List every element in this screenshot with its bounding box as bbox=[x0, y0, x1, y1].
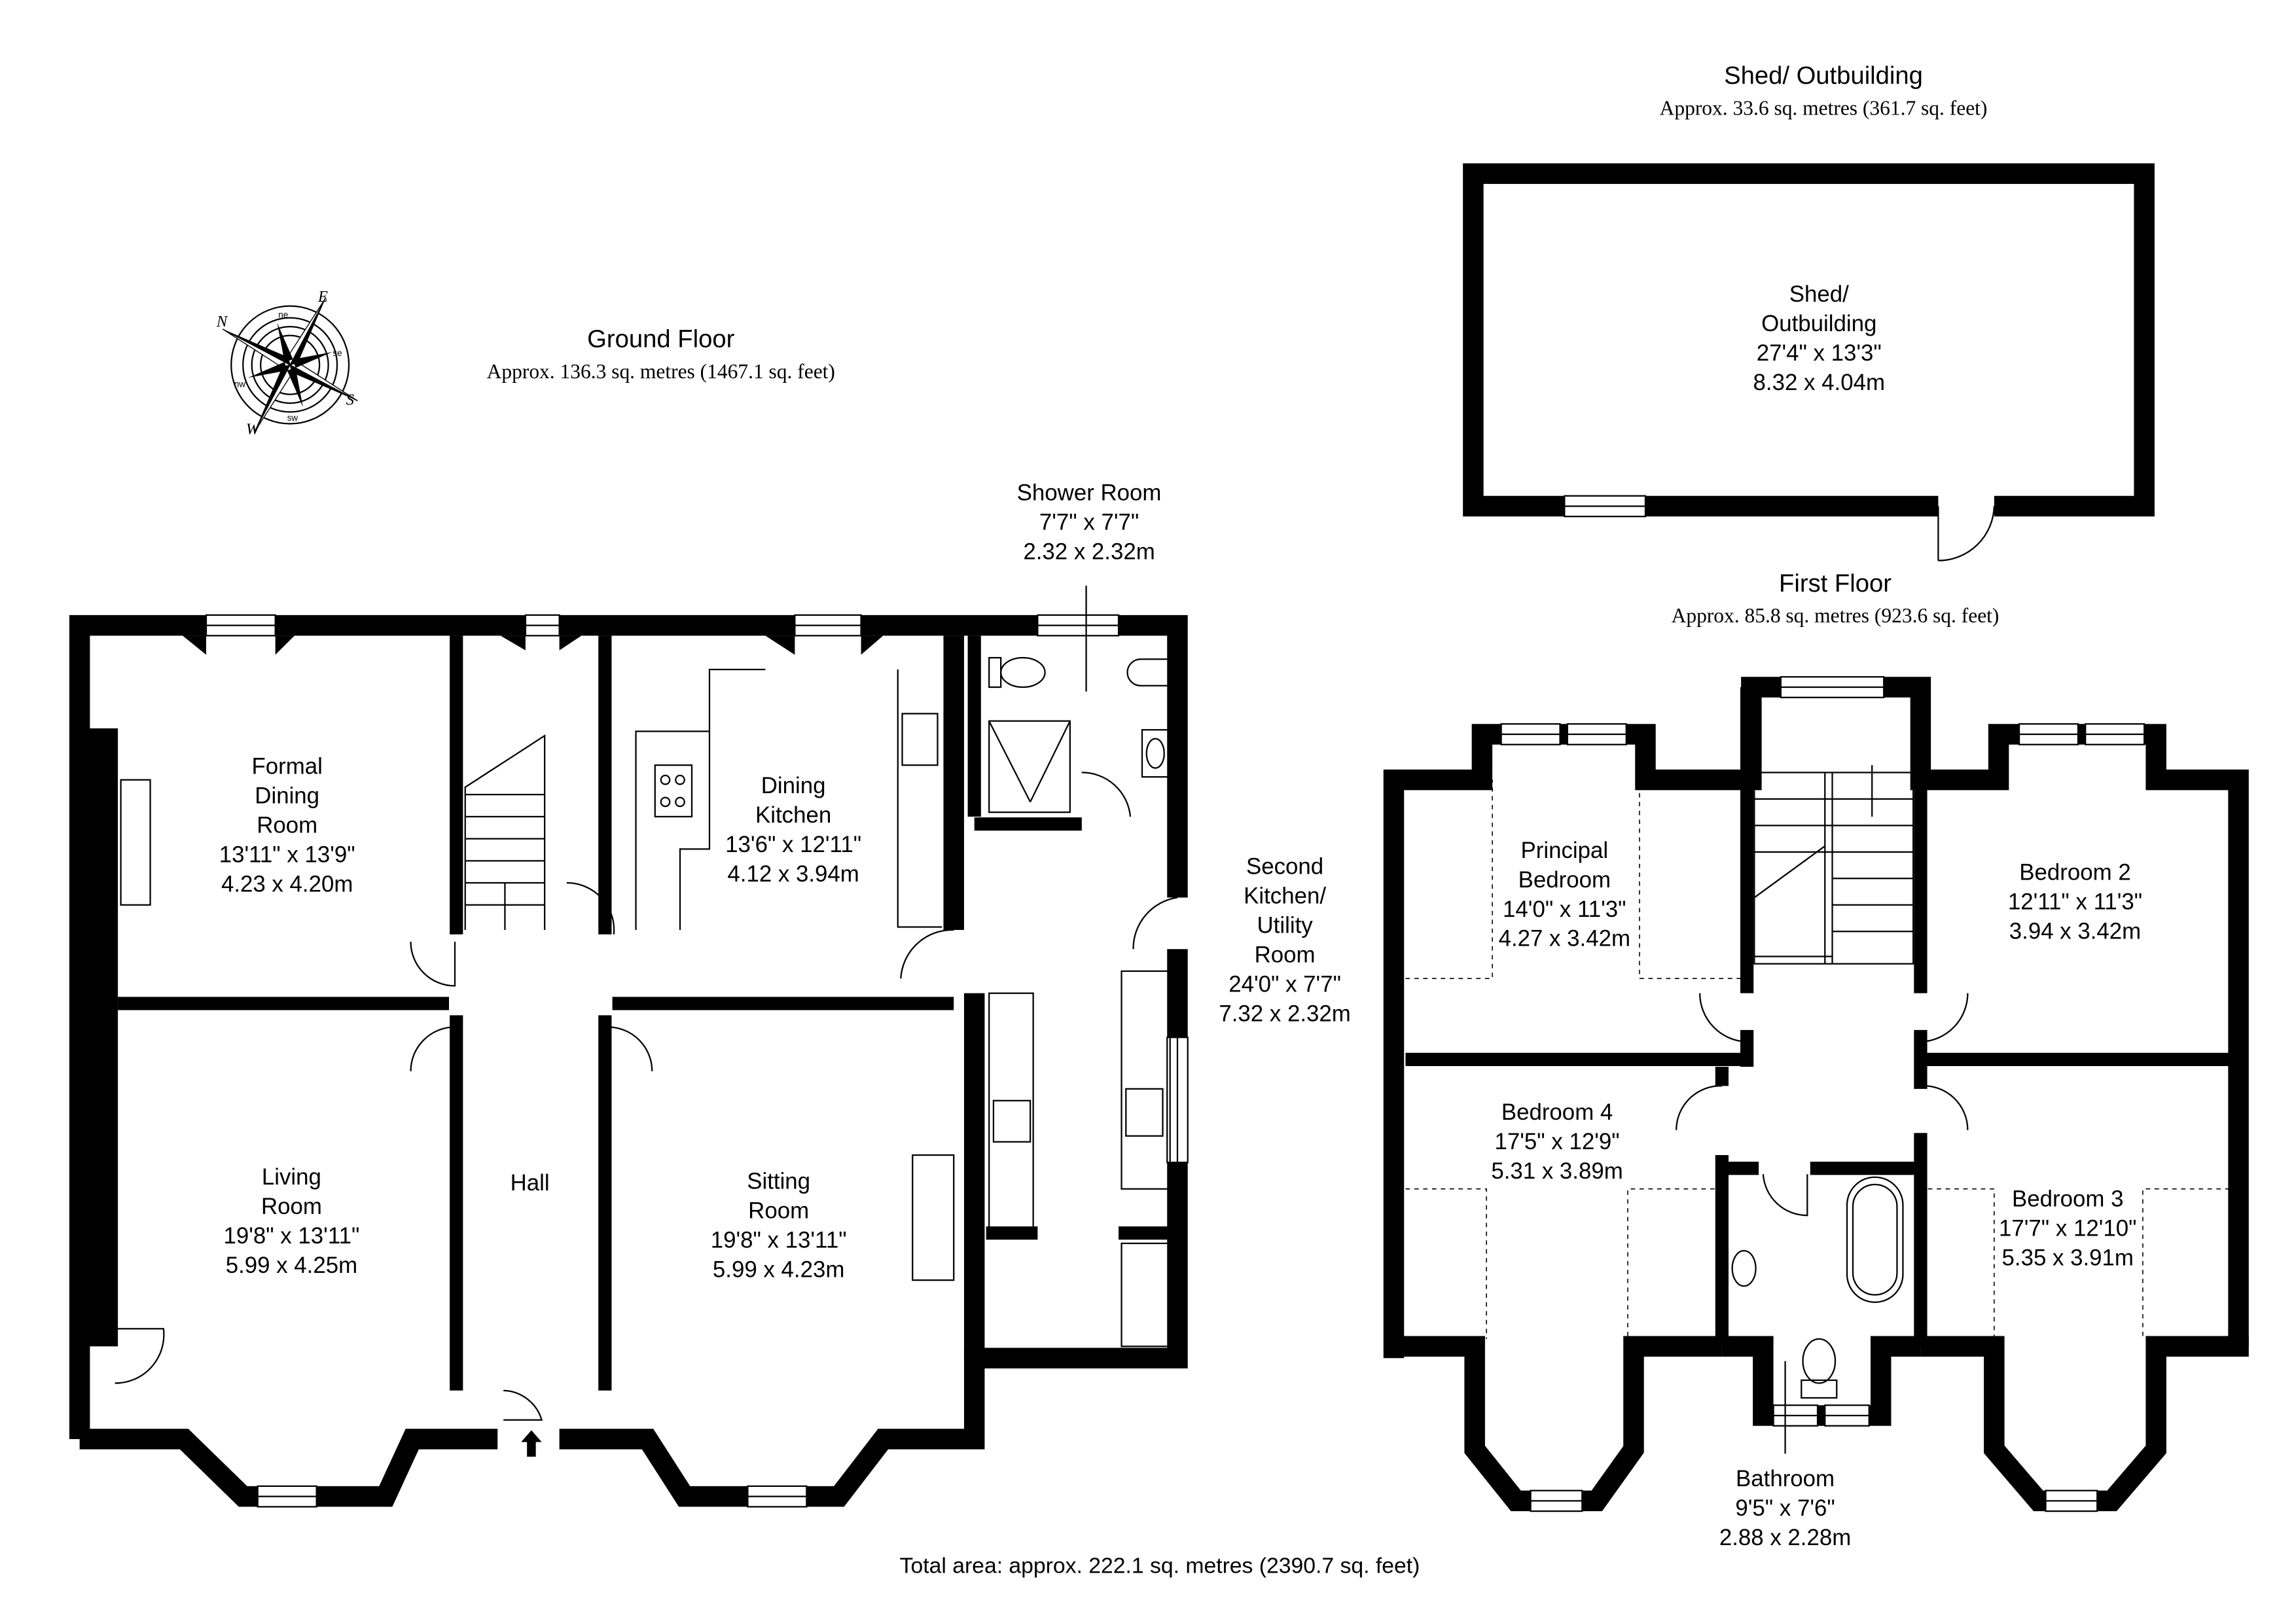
room-name-line: Utility bbox=[1257, 912, 1314, 938]
room-dimensions-imperial: 17'5" x 12'9" bbox=[1495, 1129, 1620, 1154]
room-name-line: Room bbox=[748, 1198, 809, 1224]
room-label-hall: Hall bbox=[511, 1170, 550, 1196]
room-label-bedroom-2: Bedroom 2 12'11" x 11'3" 3.94 x 3.42m bbox=[2008, 860, 2142, 944]
room-name-line: Dining bbox=[761, 773, 826, 798]
room-dimensions-imperial: 9'5" x 7'6" bbox=[1735, 1495, 1835, 1521]
room-dimensions-imperial: 13'6" x 12'11" bbox=[725, 832, 861, 857]
shed-title: Shed/ Outbuilding bbox=[1724, 62, 1923, 90]
room-dimensions-metric: 2.32 x 2.32m bbox=[1023, 539, 1155, 564]
room-name-line: Bedroom 3 bbox=[2012, 1186, 2123, 1212]
compass-w: W bbox=[246, 420, 261, 438]
shed-plan bbox=[1463, 163, 2155, 562]
room-name-line: Kitchen/ bbox=[1244, 883, 1326, 909]
compass-se: se bbox=[332, 348, 342, 358]
room-name-line: Room bbox=[261, 1194, 322, 1219]
room-dimensions-imperial: 27'4" x 13'3" bbox=[1757, 340, 1882, 366]
room-label-bedroom-3: Bedroom 3 17'7" x 12'10" 5.35 x 3.91m bbox=[1999, 1186, 2136, 1271]
compass-s: S bbox=[346, 391, 354, 408]
room-label-bathroom: Bathroom 9'5" x 7'6" 2.88 x 2.28m bbox=[1719, 1466, 1851, 1550]
shed-door[interactable] bbox=[1938, 506, 1995, 562]
room-dimensions-imperial: 24'0" x 7'7" bbox=[1229, 971, 1341, 997]
room-label-shower-room: Shower Room 7'7" x 7'7" 2.32 x 2.32m bbox=[1017, 480, 1162, 564]
room-name-line: Hall bbox=[511, 1170, 550, 1196]
room-dimensions-metric: 4.23 x 4.20m bbox=[221, 872, 353, 897]
bathroom-fittings bbox=[1731, 1176, 1904, 1454]
ground-stairs bbox=[464, 734, 546, 930]
room-dimensions-metric: 5.99 x 4.23m bbox=[713, 1257, 844, 1283]
room-name-line: Principal bbox=[1520, 838, 1608, 863]
room-dimensions-metric: 5.35 x 3.91m bbox=[2002, 1245, 2134, 1271]
first-floor-plan bbox=[1383, 676, 2249, 1512]
compass-sw: sw bbox=[287, 413, 298, 423]
room-name-line: Kitchen bbox=[755, 802, 831, 828]
restricted-headroom-lines bbox=[1405, 779, 2230, 1340]
first-floor-title: First Floor bbox=[1779, 569, 1892, 597]
room-name-line: Bedroom bbox=[1518, 867, 1611, 893]
room-dimensions-metric: 3.94 x 3.42m bbox=[2009, 918, 2141, 944]
ground-floor-title: Ground Floor bbox=[587, 325, 734, 353]
compass-n: N bbox=[216, 313, 228, 330]
shower-fittings bbox=[988, 585, 1171, 813]
room-dimensions-metric: 4.12 x 3.94m bbox=[727, 861, 859, 887]
room-dimensions-imperial: 19'8" x 13'11" bbox=[223, 1223, 359, 1249]
room-name-line: Shower Room bbox=[1017, 480, 1162, 505]
compass-ne: ne bbox=[278, 310, 288, 320]
room-dimensions-imperial: 12'11" x 11'3" bbox=[2008, 889, 2142, 915]
room-name-line: Second bbox=[1246, 854, 1323, 880]
total-area: Total area: approx. 222.1 sq. metres (23… bbox=[900, 1554, 1420, 1578]
room-name-line: Dining bbox=[255, 783, 319, 809]
room-dimensions-metric: 5.31 x 3.89m bbox=[1491, 1158, 1623, 1184]
room-name-line: Shed/ bbox=[1789, 281, 1849, 307]
room-name-line: Room bbox=[257, 813, 317, 838]
room-name-line: Room bbox=[1255, 942, 1316, 967]
kitchen-fittings bbox=[120, 668, 1171, 1347]
room-name-line: Sitting bbox=[747, 1169, 810, 1194]
ground-floor-area: Approx. 136.3 sq. metres (1467.1 sq. fee… bbox=[487, 360, 835, 383]
room-dimensions-imperial: 14'0" x 11'3" bbox=[1503, 897, 1626, 922]
compass-nw: nw bbox=[234, 379, 245, 389]
first-stairs bbox=[1753, 765, 1914, 965]
room-dimensions-metric: 2.88 x 2.28m bbox=[1719, 1525, 1851, 1550]
compass-rose-icon: N E S W ne se sw nw bbox=[216, 288, 358, 438]
room-dimensions-imperial: 19'8" x 13'11" bbox=[711, 1228, 847, 1253]
first-floor-area: Approx. 85.8 sq. metres (923.6 sq. feet) bbox=[1672, 604, 2000, 627]
room-dimensions-imperial: 17'7" x 12'10" bbox=[1999, 1216, 2136, 1241]
room-label-bedroom-4: Bedroom 4 17'5" x 12'9" 5.31 x 3.89m bbox=[1491, 1099, 1623, 1184]
shed-area: Approx. 33.6 sq. metres (361.7 sq. feet) bbox=[1660, 96, 1988, 119]
room-dimensions-metric: 7.32 x 2.32m bbox=[1219, 1001, 1350, 1026]
room-dimensions-imperial: 13'11" x 13'9" bbox=[219, 842, 355, 868]
room-name-line: Outbuilding bbox=[1761, 311, 1876, 336]
ground-floor-plan bbox=[69, 585, 1189, 1508]
compass-e: E bbox=[317, 288, 328, 306]
room-name-line: Formal bbox=[251, 754, 322, 779]
room-dimensions-metric: 5.99 x 4.25m bbox=[226, 1253, 357, 1278]
room-dimensions-metric: 4.27 x 3.42m bbox=[1499, 926, 1630, 952]
room-name-line: Bedroom 2 bbox=[2019, 860, 2130, 885]
room-dimensions-metric: 8.32 x 4.04m bbox=[1753, 370, 1885, 395]
room-name-line: Bedroom 4 bbox=[1501, 1099, 1613, 1125]
room-dimensions-imperial: 7'7" x 7'7" bbox=[1039, 509, 1139, 535]
room-name-line: Bathroom bbox=[1736, 1466, 1835, 1491]
room-label-shed: Shed/Outbuilding 27'4" x 13'3" 8.32 x 4.04… bbox=[1753, 281, 1885, 395]
entrance-arrow-icon bbox=[521, 1430, 542, 1457]
room-name-line: Living bbox=[262, 1164, 321, 1190]
